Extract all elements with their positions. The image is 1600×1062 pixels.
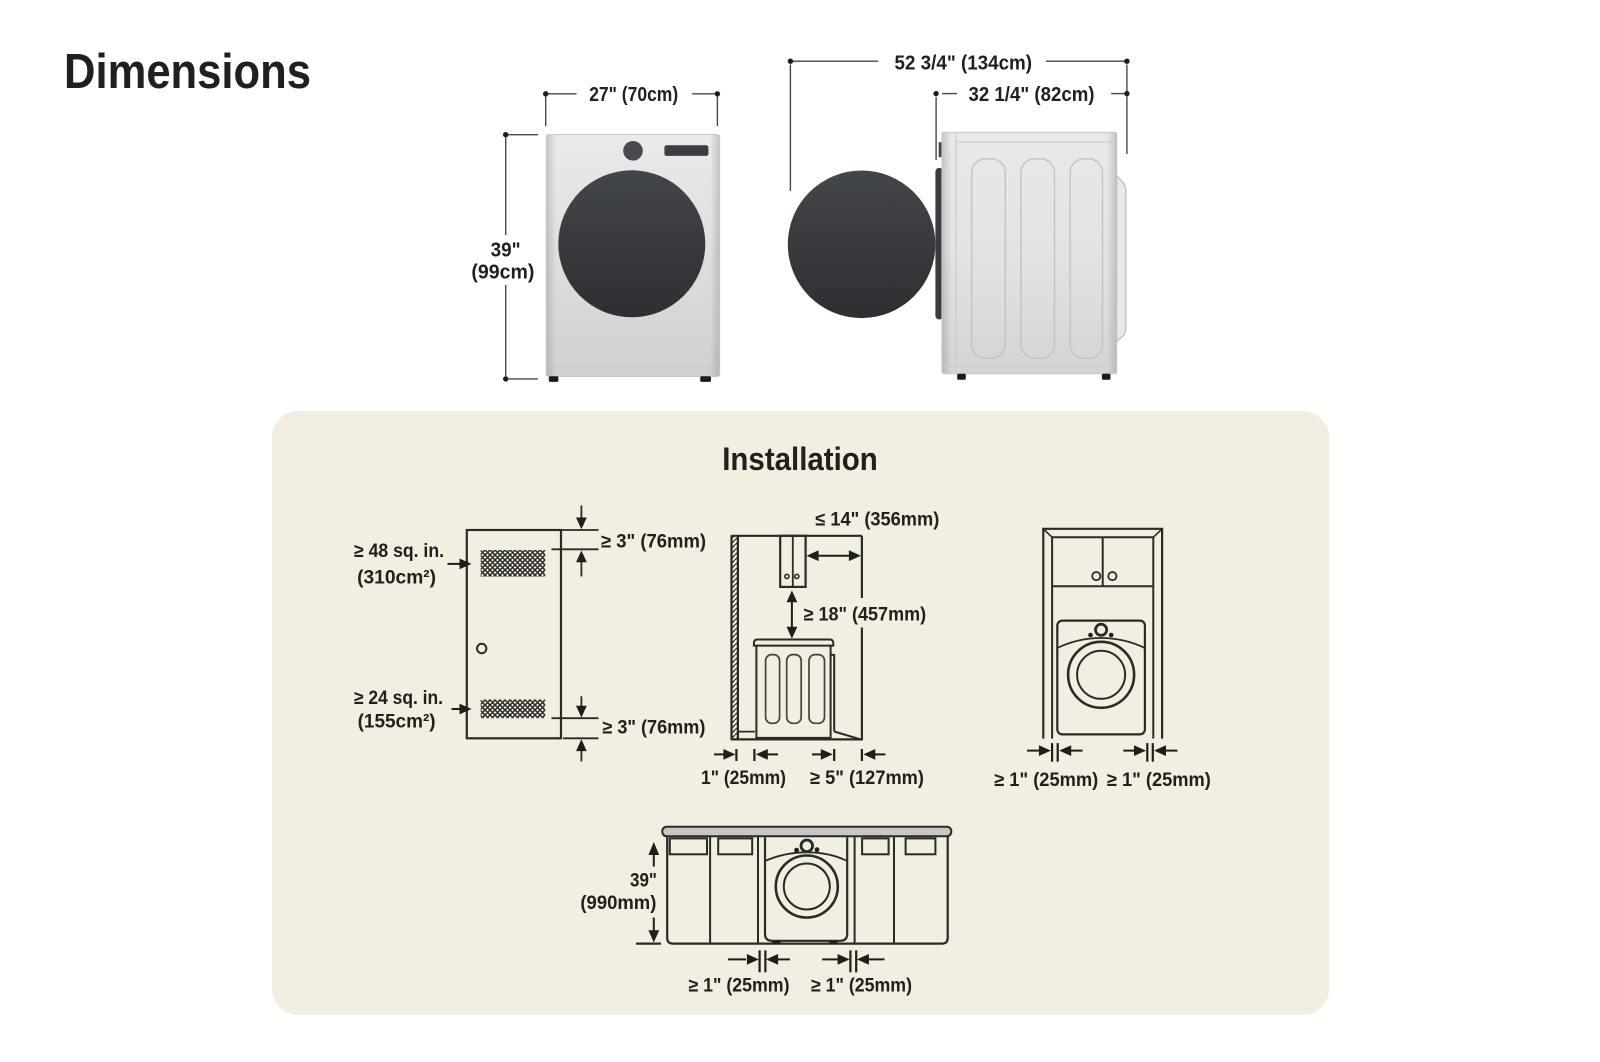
svg-text:(990mm): (990mm): [580, 893, 656, 914]
svg-text:≥ 18" (457mm): ≥ 18" (457mm): [804, 605, 927, 626]
svg-text:32 1/4" (82cm): 32 1/4" (82cm): [969, 84, 1095, 106]
svg-text:≥ 1" (25mm): ≥ 1" (25mm): [994, 770, 1098, 791]
svg-text:1" (25mm): 1" (25mm): [701, 768, 786, 789]
svg-text:≥ 5" (127mm): ≥ 5" (127mm): [810, 768, 924, 789]
svg-text:≥ 1" (25mm): ≥ 1" (25mm): [689, 976, 790, 997]
svg-text:≥ 3" (76mm): ≥ 3" (76mm): [602, 717, 705, 738]
svg-text:27" (70cm): 27" (70cm): [589, 84, 678, 106]
svg-text:39": 39": [630, 871, 657, 892]
svg-text:39": 39": [491, 239, 521, 261]
svg-text:(155cm²): (155cm²): [358, 712, 436, 733]
svg-text:≥ 3" (76mm): ≥ 3" (76mm): [601, 532, 706, 553]
svg-text:≥ 1" (25mm): ≥ 1" (25mm): [811, 976, 912, 997]
svg-text:Installation: Installation: [722, 441, 878, 477]
svg-text:≥ 1" (25mm): ≥ 1" (25mm): [1107, 770, 1211, 791]
svg-text:≤ 14" (356mm): ≤ 14" (356mm): [815, 510, 939, 531]
svg-text:≥ 24 sq. in.: ≥ 24 sq. in.: [354, 688, 443, 709]
svg-text:(99cm): (99cm): [471, 261, 534, 283]
svg-text:52 3/4" (134cm): 52 3/4" (134cm): [895, 52, 1033, 74]
svg-text:(310cm²): (310cm²): [357, 567, 436, 588]
svg-text:≥ 48 sq. in.: ≥ 48 sq. in.: [354, 541, 444, 562]
svg-text:Dimensions: Dimensions: [64, 45, 311, 99]
